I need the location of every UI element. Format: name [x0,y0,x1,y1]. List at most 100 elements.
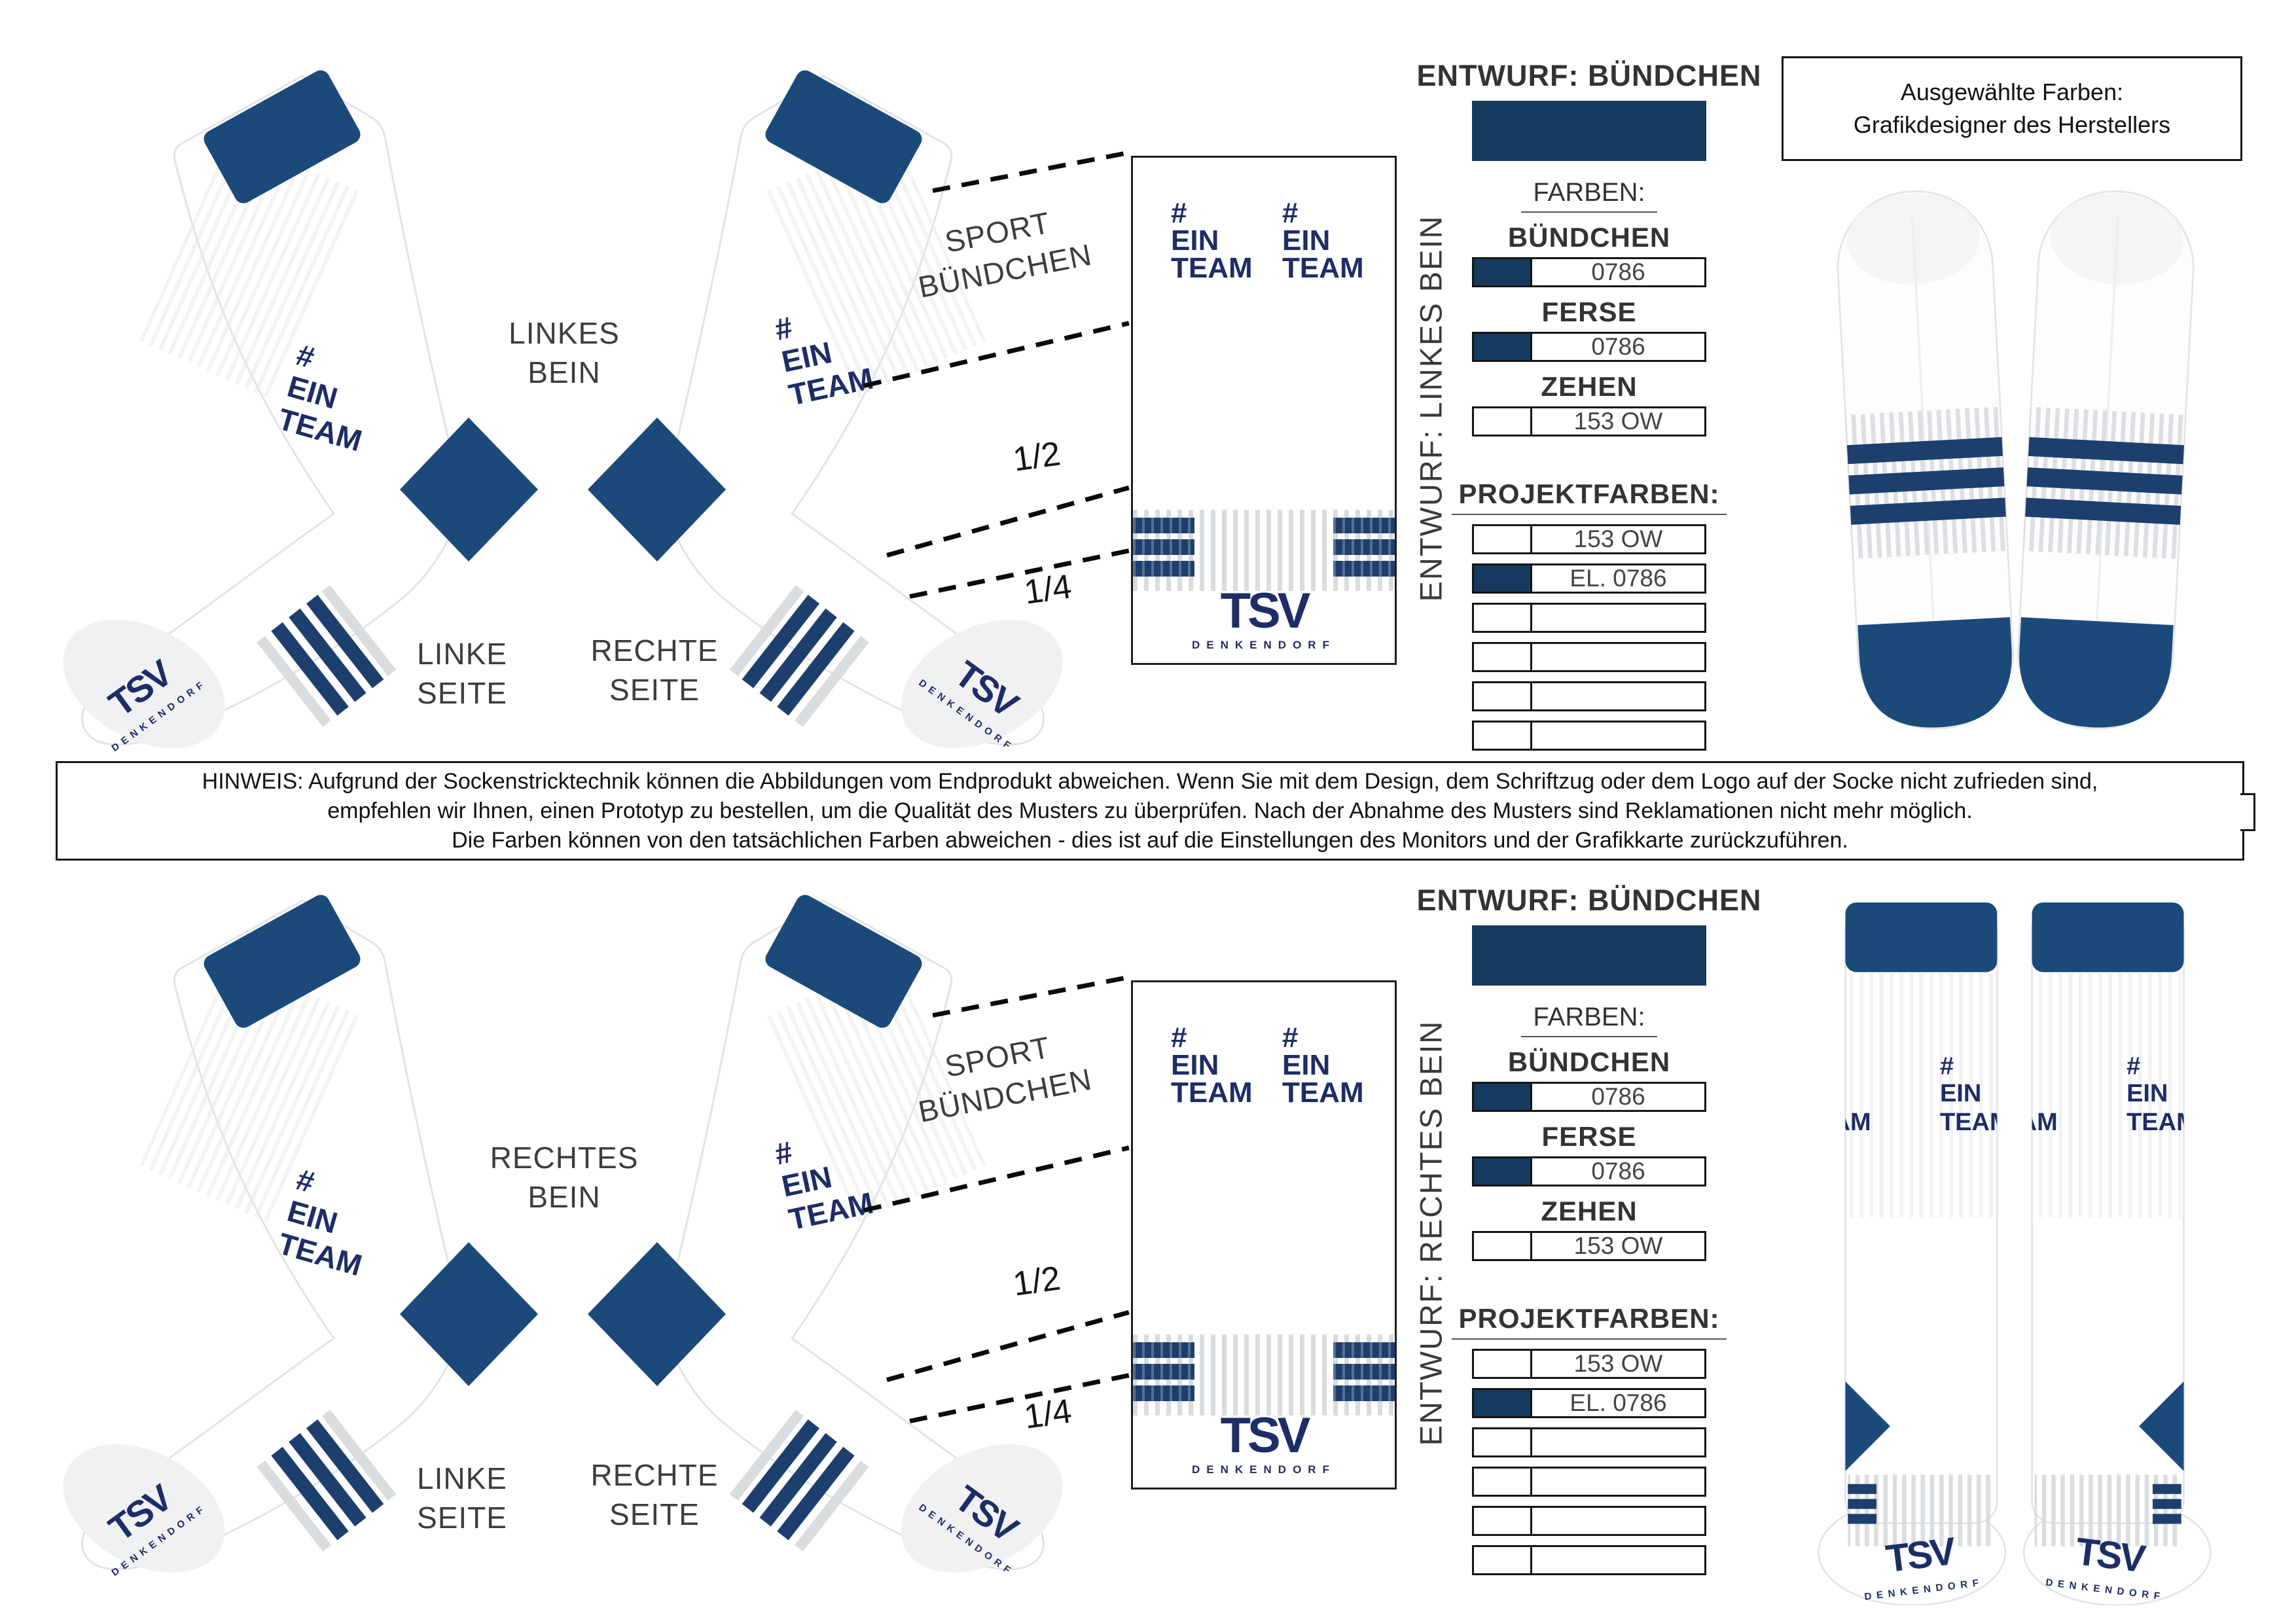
part-label: FERSE [1541,296,1637,327]
leg-label-bottom: RECHTES BEIN [490,1139,639,1217]
color-swatch [1472,1082,1532,1112]
rib-bar [257,1460,331,1552]
color-code [1532,642,1706,672]
sock-cuff [2032,902,2184,972]
stripe-bar [1333,1364,1395,1380]
color-swatch [1472,1506,1532,1536]
tsv-denkendorf-logo: TSV DENKENDORF [1133,1411,1395,1476]
right-side-label-bottom: RECHTE SEITE [590,1456,718,1535]
stripe-bar [1848,1514,1877,1524]
color-code: EL. 0786 [1532,563,1706,594]
knit-template-top: # EIN TEAM # EIN TEAM TSV DENKENDORF [1131,156,1397,665]
color-code: 0786 [1532,257,1706,287]
logo-ein: EIN [1282,1048,1331,1081]
rib-area [1848,973,1995,1217]
projektfarben-rows: 153 OW EL. 0786 [1472,1340,1706,1575]
color-swatch [1472,524,1532,554]
cuff-band [204,895,361,1028]
logo-ein: EIN [2126,1080,2168,1107]
farben-heading: FARBEN: [1521,178,1657,213]
leg-label-line1: RECHTES [490,1141,639,1175]
part-label: BÜNDCHEN [1507,1046,1671,1077]
stripe-bar [1333,1385,1395,1401]
stripe-bar [1333,518,1395,533]
stripe-bar [306,594,384,688]
front-sock-right: # EIN TEAM # EIN TEAM TSV DENKENDORF [2022,902,2212,1605]
tsv-wordmark: TSV [2073,1530,2148,1581]
color-row: 0786 [1472,1156,1706,1186]
stripe-bar [777,622,855,716]
logo-ein: EIN [1282,224,1331,257]
sock-rib-texture [139,959,362,1224]
stripe-bar [777,1446,855,1541]
tsv-wordmark: TSV [1220,1408,1311,1463]
color-swatch [1472,257,1532,287]
heel-patch [2019,617,2174,728]
sock-toe-shading [901,1444,1063,1573]
logo-hashtag: # [1282,197,1299,229]
stripe-bar [271,1446,349,1541]
rib-bar [321,1410,397,1501]
logo-hashtag: # [1171,1022,1187,1054]
part-label: ZEHEN [1541,1196,1638,1226]
heel-patch [1857,617,2012,728]
color-code [1532,603,1706,633]
stripe-bar [1133,539,1194,555]
rib-bar [729,1410,804,1501]
rib-bar [729,585,804,677]
sock-instep-stripes [729,585,869,727]
part-label: BÜNDCHEN [1507,222,1671,253]
logo-team: TEAM [1171,251,1253,284]
farben-heading: FARBEN: [1521,1003,1657,1037]
stripe-bar [306,1419,384,1513]
color-panel-bottom: ENTWURF: BÜNDCHEN FARBEN: BÜNDCHEN 0786 … [1417,883,1761,1575]
denkendorf-wordmark: DENKENDORF [1192,1463,1336,1476]
color-swatch [1472,406,1532,437]
rib-area [139,134,362,399]
stripe-bar [1848,1484,1877,1494]
projektfarben-heading: PROJEKTFARBEN: [1452,478,1727,515]
stripe-bar [1850,497,2006,525]
logo-ein: EIN [1801,1080,1842,1107]
notice-line3: Die Farben können von den tatsächlichen … [452,827,1848,853]
panel-title: ENTWURF: BÜNDCHEN [1416,883,1762,917]
stripe-bar [1848,467,2005,495]
sock-cuff [204,70,361,204]
side-label-line1: LINKE [417,1461,507,1496]
tsv-wordmark: TSV [1884,1530,1958,1581]
sock-pair-sole-view [1837,190,2195,730]
stripe-bar [1133,561,1194,577]
color-code [1532,1427,1706,1457]
color-code [1532,1506,1706,1536]
stripe-bar [289,1433,367,1527]
stripe-bar [1133,1385,1194,1401]
left-leg-sock-pair-side-view: TSV DENKENDORF # EIN TEAM TSV DENKENDORF [63,70,1063,754]
sock-cuff [204,895,361,1028]
logo-team: TEAM [1940,1109,2011,1136]
side-label-line1: RECHTE [590,633,719,668]
stripe-bar [1133,1364,1194,1380]
notice-line1: HINWEIS: Aufgrund der Sockenstricktechni… [202,768,2098,794]
sock-toe-shading [63,1444,225,1573]
ein-team-logo: # EIN TEAM [1282,1022,1364,1107]
stripe-bar [2152,1499,2181,1509]
color-swatch [1472,1156,1532,1186]
color-row [1472,681,1706,711]
sock-heel-patch [588,1242,726,1386]
color-code: EL. 0786 [1532,1388,1706,1418]
selected-colors-line2: Grafikdesigner des Herstellers [1853,111,2171,138]
leg-label-top: LINKES BEIN [509,314,620,393]
logo-hashtag: # [1282,1022,1299,1054]
ankle-diamond [1845,1381,1890,1471]
color-row [1472,1467,1706,1497]
color-swatch [1472,681,1532,711]
color-code: 0786 [1532,332,1706,362]
rib-bar [321,585,397,677]
part-label: ZEHEN [1541,371,1638,402]
sock-toe-shading [63,619,225,749]
sock-rib-texture [764,134,986,399]
logo-ein: EIN [1171,1048,1219,1081]
cuff-color-swatch [1472,101,1706,161]
leg-label-line2: BEIN [528,355,601,389]
entwurf-vertical-bottom: ENTWURF: RECHTES BEIN [1413,1020,1448,1446]
